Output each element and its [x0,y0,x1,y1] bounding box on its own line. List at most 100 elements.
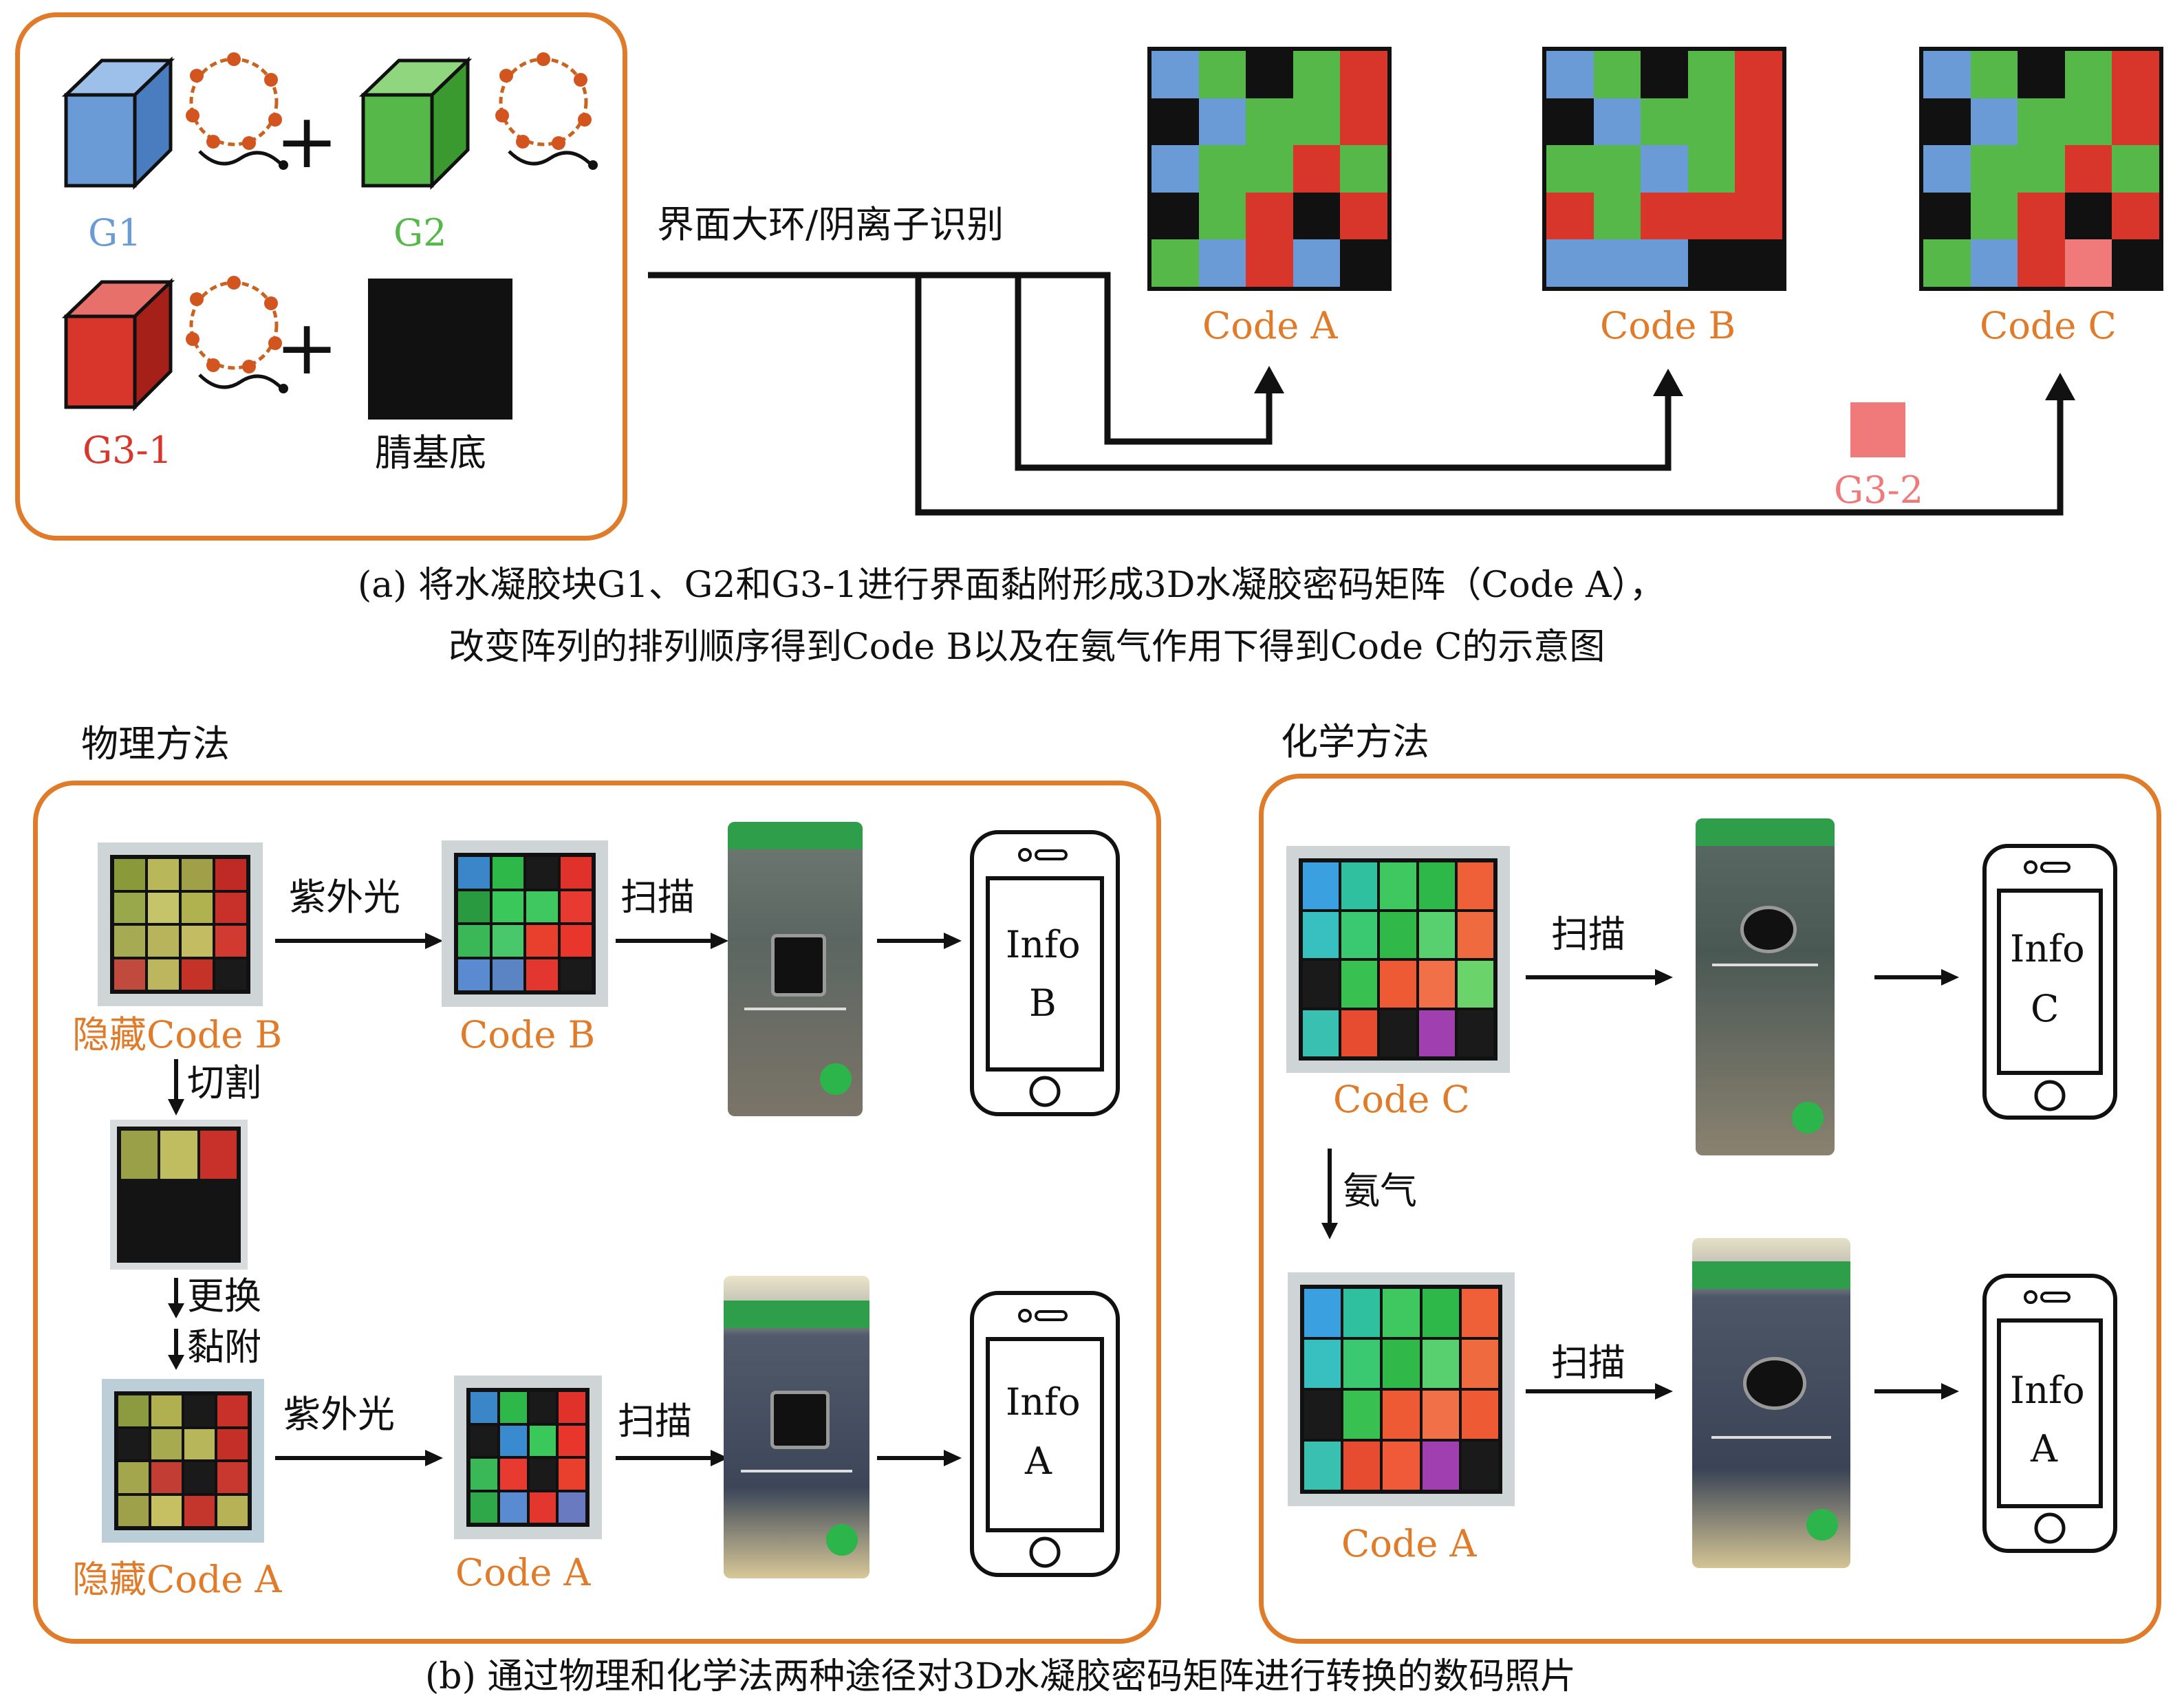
arrow-head-icon [1321,1223,1338,1239]
phone-icon [1982,844,2117,1120]
macrocycle-icon [495,52,598,170]
plus-sign: + [275,303,339,391]
code-c-photo-label: Code C [1333,1078,1470,1121]
chemical-box [1259,774,2161,1644]
matrix-cell [1546,239,1594,287]
matrix-cell [1293,51,1341,98]
matrix-cell [1246,98,1293,146]
code-b-label: Code B [1600,304,1736,347]
matrix-cell [2018,192,2065,240]
caption-b: (b) 通过物理和化学法两种途径对3D水凝胶密码矩阵进行转换的数码照片 [425,1656,1577,1697]
arrow-uv2 [275,1456,426,1460]
info-a-line1: Info [1006,1380,1081,1424]
matrix-cell [1546,98,1594,146]
substrate-square [368,279,512,420]
arrow-scan-a-chem [1526,1389,1656,1393]
matrix-cell [1198,51,1246,98]
matrix-cell [1735,192,1782,240]
code-c-photo [1286,846,1510,1073]
matrix-cell [1687,98,1736,146]
matrix-cell [1593,192,1641,240]
matrix-cell [1546,145,1594,193]
macrocycle-icon [186,52,288,170]
arrow-head-icon [1941,1383,1959,1400]
phone-icon [970,830,1120,1116]
scan2-label: 扫描 [618,1400,692,1443]
arrow-head-icon [1655,1383,1673,1400]
g2-cube-icon [358,56,473,191]
code-a-matrix [1147,47,1392,291]
scan-screenshot [1692,1238,1850,1568]
substrate-label: 腈基底 [375,431,486,475]
matrix-cell [2018,239,2065,287]
info-a-chem-line2: A [2031,1427,2057,1470]
ammonia-label: 氨气 [1343,1169,1417,1213]
matrix-cell [1641,98,1688,146]
matrix-cell [1593,98,1641,146]
matrix-cell [2064,98,2112,146]
matrix-cell [1152,239,1199,287]
matrix-cell [1641,239,1688,287]
matrix-cell [2018,145,2065,193]
cut-photo [110,1120,248,1270]
arrow-head-icon [944,933,962,949]
matrix-cell [1923,51,1971,98]
hidden-code-b-label: 隐藏Code B [72,1013,283,1056]
matrix-cell [1293,98,1341,146]
arrow-scan2 [616,1456,712,1460]
matrix-cell [1593,239,1641,287]
phone-icon [1982,1274,2117,1553]
matrix-cell [1641,145,1688,193]
info-b-line2: B [1029,981,1057,1025]
matrix-cell [1687,51,1736,98]
g31-cube-icon [61,278,175,412]
matrix-cell [1198,239,1246,287]
phone-icon [970,1291,1120,1577]
matrix-cell [1970,98,2018,146]
matrix-cell [1198,145,1246,193]
g1-cube-icon [61,56,175,191]
arrow-cut [174,1059,178,1100]
arrow-info-a-chem [1874,1389,1943,1393]
arrow-head-icon [168,1099,184,1116]
matrix-cell [1546,51,1594,98]
cut-label: 切割 [187,1061,261,1105]
matrix-cell [1970,239,2018,287]
code-b-photo-label: Code B [459,1013,596,1056]
info-c-line2: C [2031,987,2059,1030]
scan-c-label: 扫描 [1551,913,1625,956]
arrow-head-icon [944,1450,962,1466]
arrow-info-b [877,939,946,943]
matrix-cell [2064,192,2112,240]
matrix-cell [1735,145,1782,193]
matrix-cell [2064,239,2112,287]
matrix-cell [1152,145,1199,193]
matrix-cell [2112,192,2159,240]
arrow-uv1 [275,939,426,943]
matrix-cell [1340,51,1387,98]
process-label: 界面大环/阴离子识别 [657,203,1004,246]
matrix-cell [1970,192,2018,240]
info-a-chem-line1: Info [2010,1369,2085,1412]
matrix-cell [1340,145,1387,193]
matrix-cell [1198,192,1246,240]
arrow-scan-c [1526,975,1656,979]
matrix-cell [2112,145,2159,193]
matrix-cell [1687,192,1736,240]
arrow-scan1 [616,939,712,943]
code-a-chem-photo [1288,1272,1515,1506]
code-a-photo-label: Code A [455,1551,591,1594]
arrow-head-icon [711,933,728,949]
matrix-cell [1546,192,1594,240]
arrow-head-icon [168,1355,184,1370]
macrocycle-icon [186,276,288,393]
matrix-cell [1735,98,1782,146]
arrow-head-icon [1655,969,1673,986]
scan-screenshot [728,822,863,1116]
matrix-cell [1687,239,1736,287]
matrix-cell [2064,145,2112,193]
matrix-cell [2018,98,2065,146]
arrow-head-icon [425,933,443,949]
matrix-cell [1735,239,1782,287]
replace-label: 更换 [187,1274,261,1318]
